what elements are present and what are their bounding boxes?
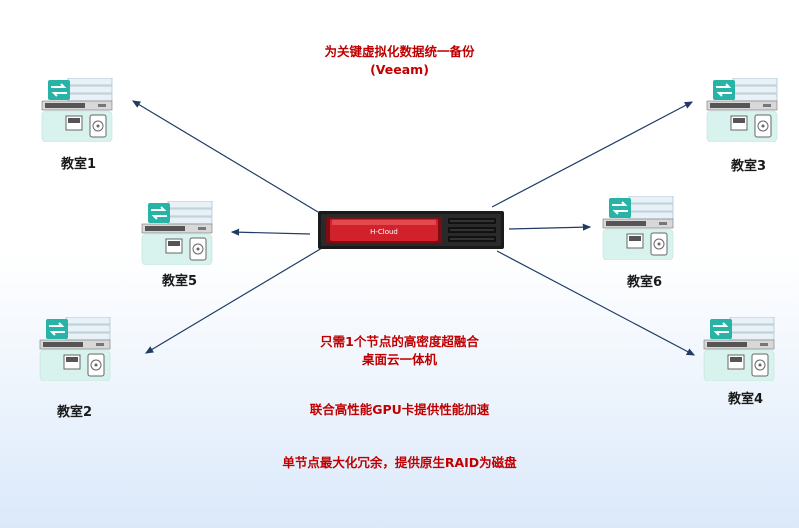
desktop-server-icon xyxy=(41,77,113,143)
arrow-to-classroom-4 xyxy=(496,250,696,356)
hci-note-line2: 桌面云一体机 xyxy=(361,352,437,367)
desktop-server-icon xyxy=(141,200,213,266)
backup-title: 为关键虚拟化数据统一备份 (Veeam) xyxy=(0,43,799,79)
classroom-2-label: 教室2 xyxy=(57,405,93,420)
gpu-note: 联合高性能GPU卡提供性能加速 xyxy=(309,402,490,417)
classroom-5-node xyxy=(140,200,214,269)
hci-note-line1: 只需1个节点的高密度超融合 xyxy=(320,334,479,349)
hub-brand-label: H-Cloud xyxy=(370,228,398,236)
arrow-to-classroom-2 xyxy=(144,247,323,354)
classroom-6-label: 教室6 xyxy=(627,275,663,290)
classroom-6-node xyxy=(601,195,675,264)
desktop-server-icon xyxy=(706,77,778,143)
arrow-to-classroom-5 xyxy=(230,228,311,236)
arrow-to-classroom-3 xyxy=(491,101,694,208)
classroom-4-label: 教室4 xyxy=(728,392,764,407)
classroom-4-node xyxy=(702,316,776,385)
desktop-server-icon xyxy=(602,195,674,261)
rack-server-icon: H-Cloud xyxy=(318,211,504,249)
classroom-1-label: 教室1 xyxy=(61,157,97,172)
desktop-server-icon xyxy=(703,316,775,382)
backup-title-line1: 为关键虚拟化数据统一备份 xyxy=(324,44,475,59)
raid-note: 单节点最大化冗余，提供原生RAID为磁盘 xyxy=(282,455,517,470)
classroom-1-node xyxy=(40,77,114,146)
hci-description: 只需1个节点的高密度超融合 桌面云一体机 xyxy=(0,333,799,369)
backup-title-line2: (Veeam) xyxy=(370,62,429,77)
classroom-5-label: 教室5 xyxy=(162,274,198,289)
classroom-3-label: 教室3 xyxy=(731,159,767,174)
classroom-2-node xyxy=(38,316,112,385)
arrow-to-classroom-6 xyxy=(508,223,592,231)
arrow-to-classroom-1 xyxy=(131,100,319,213)
classroom-3-node xyxy=(705,77,779,146)
hcloud-server: H-Cloud xyxy=(318,211,504,253)
